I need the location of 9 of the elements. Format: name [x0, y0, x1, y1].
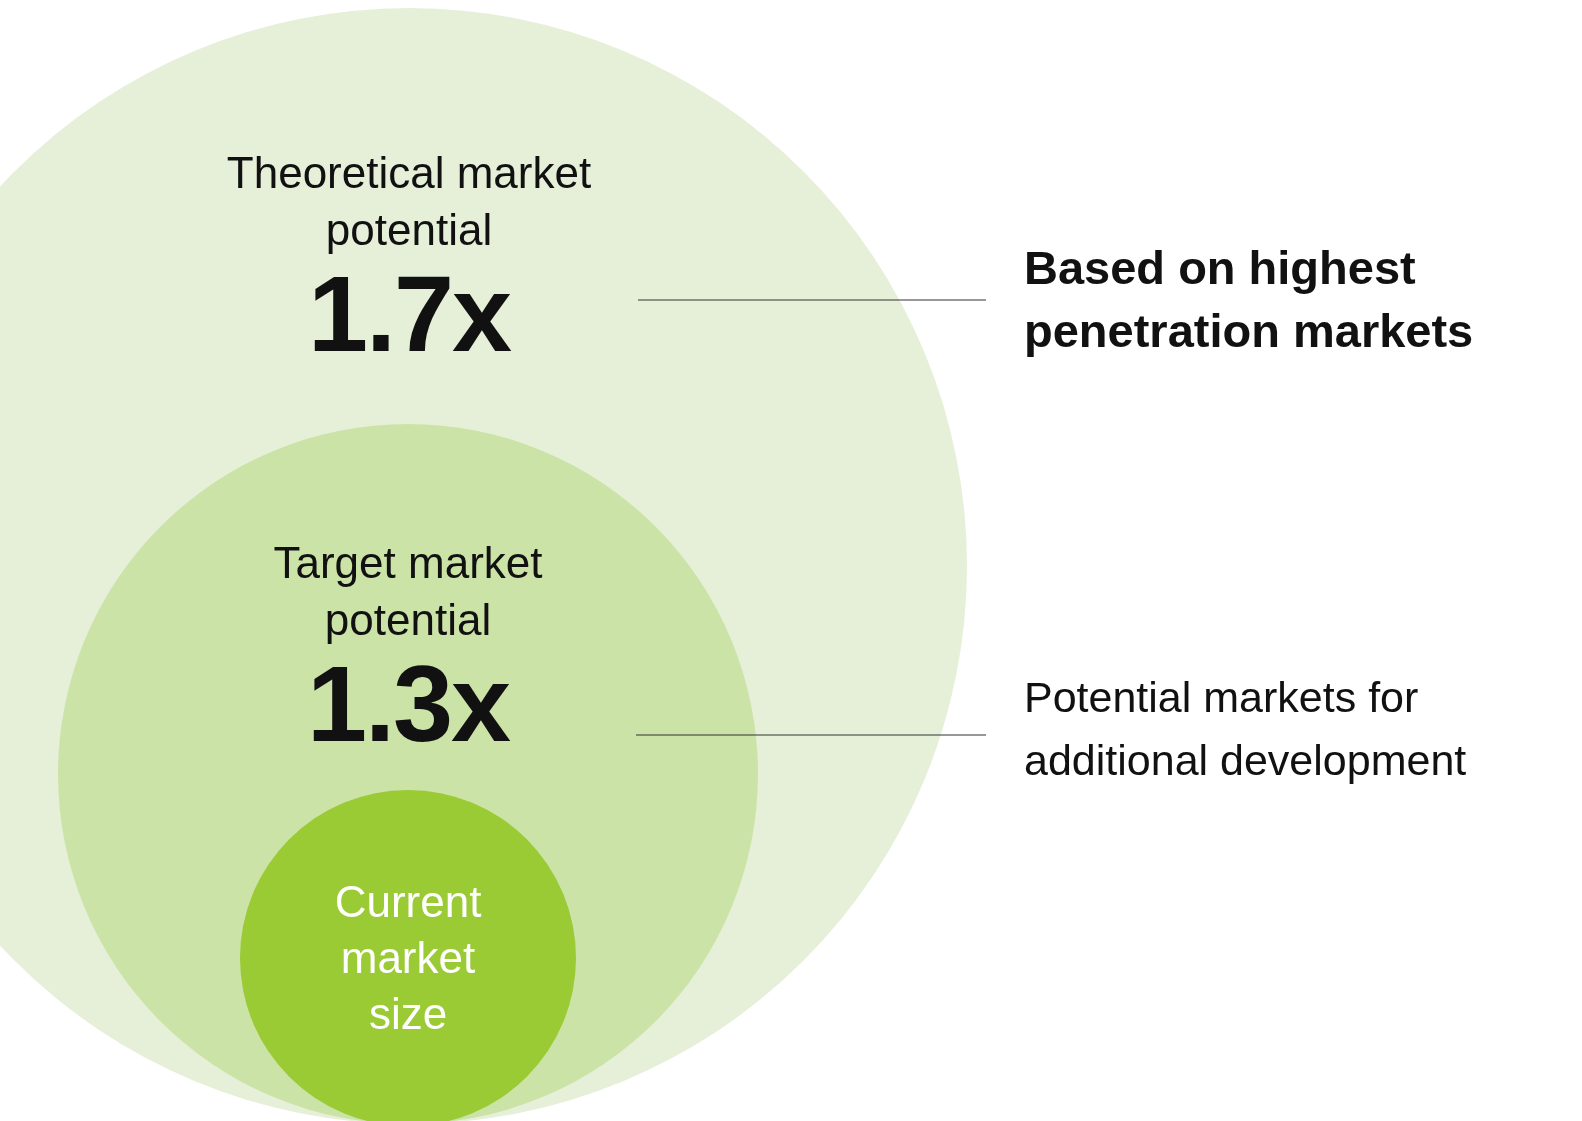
multiplier-value: 1.7x — [307, 258, 511, 370]
annotation-text: Based on highest penetration markets — [1024, 236, 1580, 362]
circle-label: Current market size — [333, 876, 483, 1040]
multiplier-value: 1.3x — [306, 648, 510, 760]
leader-line — [637, 299, 987, 301]
leader-line — [635, 734, 987, 736]
circle-label: Theoretical market potential — [225, 147, 593, 256]
annotation-text: Potential markets for additional development — [1024, 666, 1580, 792]
circle-label: Target market potential — [272, 537, 544, 646]
